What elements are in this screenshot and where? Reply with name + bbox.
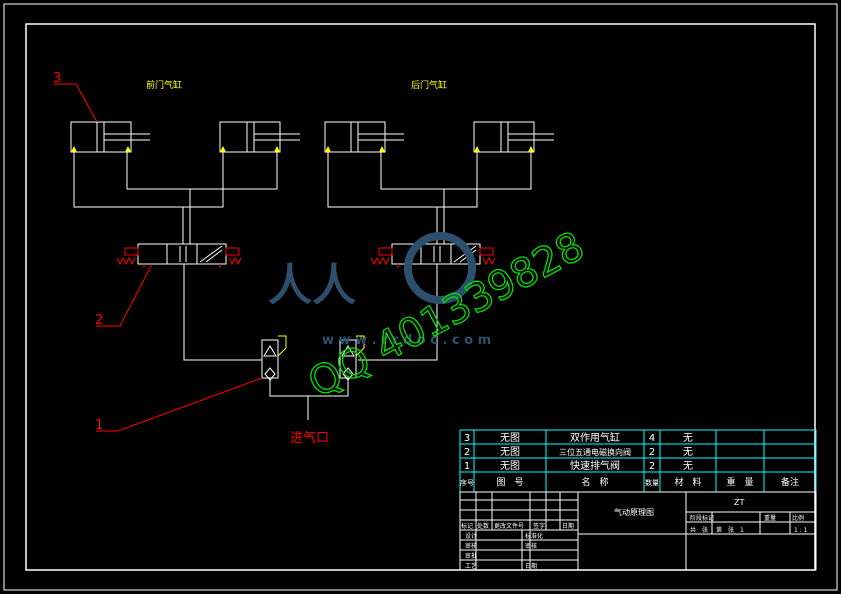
header-weight: 重 量 — [726, 476, 753, 488]
part-qty: 2 — [649, 447, 655, 458]
title-block-sub-date: 日期 — [525, 562, 537, 570]
header-qty: 数量 — [645, 478, 659, 487]
title-block-row-review: 审核 — [465, 542, 477, 550]
title-block-stage: 阶段标记 — [690, 514, 714, 522]
parts-list: 3 无图 双作用气缸 4 无 2 无图 三位五通电磁换向阀 2 无 1 无图 快… — [459, 429, 817, 493]
title-block-sub-standard: 标准化 — [525, 532, 543, 540]
title-block-col-file: 更改文件号 — [494, 522, 524, 530]
title-block-col-date: 日期 — [562, 522, 574, 530]
watermark-brand: 人人 — [268, 260, 356, 311]
part-qty: 2 — [649, 461, 655, 472]
title-block-row-design: 设计 — [465, 532, 477, 540]
header-drawing-no: 图 号 — [496, 477, 523, 488]
sheet-border-inner — [25, 23, 816, 571]
title-block-sheet-value: 1 — [740, 527, 744, 534]
title-block: 标记 处数 更改文件号 签字 日期 设计 审核 审批 工艺 标准化 审核 日期 … — [459, 491, 817, 571]
front-circuit — [70, 121, 308, 397]
header-name: 名 称 — [581, 476, 608, 488]
watermark-logo-icon — [404, 232, 476, 304]
label-air-inlet: 进气口 — [290, 430, 329, 446]
title-block-row-process: 工艺 — [465, 562, 477, 570]
callout-3: 3 — [53, 71, 61, 86]
part-no: 1 — [464, 461, 470, 472]
header-material: 材 料 — [674, 476, 701, 488]
callout-1: 1 — [95, 418, 103, 433]
header-remark: 备注 — [781, 476, 799, 488]
title-block-sheet: 第 张 — [716, 526, 734, 534]
part-drawing-no: 无图 — [500, 446, 520, 458]
title-block-col-count: 处数 — [477, 522, 489, 530]
drawing-title: 气动原理图 — [614, 507, 654, 517]
title-block-weight: 重量 — [764, 514, 776, 522]
valve-front — [116, 243, 242, 268]
part-material: 无 — [683, 461, 693, 472]
cylinder-rear-right — [473, 121, 554, 153]
title-block-col-mark: 标记 — [461, 522, 473, 530]
part-drawing-no: 无图 — [500, 432, 520, 444]
cylinder-front-left — [70, 121, 150, 153]
exhaust-valve-front — [261, 335, 308, 397]
title-block-row-approve: 审批 — [465, 552, 477, 560]
part-name: 快速排气阀 — [570, 459, 620, 472]
part-no: 2 — [464, 447, 470, 458]
part-name: 双作用气缸 — [570, 431, 620, 444]
title-block-scale-value: 1 : 1 — [794, 527, 808, 534]
cylinder-front-right — [219, 121, 300, 153]
cylinder-rear-left — [324, 121, 404, 153]
part-qty: 4 — [649, 433, 655, 444]
part-name: 三位五通电磁换向阀 — [559, 447, 631, 457]
callout-2: 2 — [95, 313, 103, 328]
title-block-col-sign: 签字 — [533, 522, 545, 530]
title-block-scale: 比例 — [792, 514, 804, 522]
watermark-site: w w w . r r d o c . c o m — [322, 333, 491, 348]
label-rear-cylinder: 后门气缸 — [411, 79, 447, 91]
leader-lines — [54, 83, 263, 432]
part-material: 无 — [683, 433, 693, 444]
part-no: 3 — [464, 433, 470, 444]
rear-circuit — [307, 121, 554, 420]
header-no: 序号 — [460, 478, 474, 487]
part-material: 无 — [683, 447, 693, 458]
title-block-sub-review: 审核 — [525, 542, 537, 550]
exhaust-valve-rear — [307, 335, 365, 420]
drawing-code: ZT — [734, 498, 744, 507]
title-block-sheet-total: 共 张 — [690, 526, 708, 534]
part-drawing-no: 无图 — [500, 460, 520, 472]
sheet-border-outer — [3, 3, 838, 591]
label-front-cylinder: 前门气缸 — [146, 79, 182, 91]
